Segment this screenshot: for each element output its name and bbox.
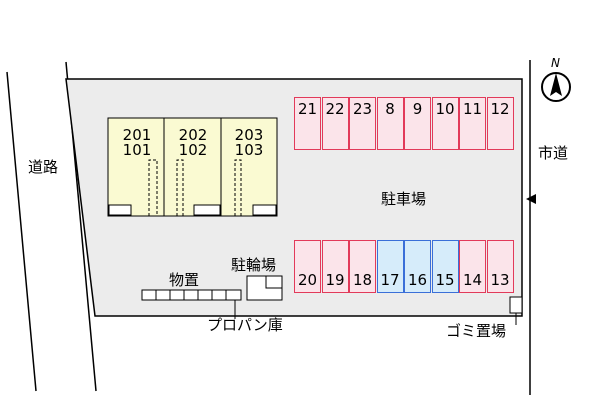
parking-space: 11 (459, 97, 486, 150)
parking-space-number: 20 (297, 271, 318, 289)
parking-space: 20 (294, 240, 321, 293)
parking-space: 14 (459, 240, 486, 293)
propane-shed (225, 289, 242, 301)
left-road-edge-outer (6, 71, 37, 392)
unit-upper: 202 (178, 126, 208, 144)
parking-space-number: 10 (435, 100, 455, 118)
parking-space: 22 (321, 97, 349, 150)
parking-space-number: 16 (407, 271, 428, 289)
garbage-area (509, 296, 523, 314)
parking-space-number: 8 (385, 100, 395, 118)
storage-label: 物置 (169, 271, 200, 289)
parking-space-number: 19 (325, 271, 345, 289)
parking-space-number: 12 (490, 100, 510, 118)
bike-parking-label: 駐輪場 (231, 256, 277, 274)
entrance-arrow-icon (526, 194, 536, 204)
unit-lower: 102 (178, 141, 208, 159)
road-left-label: 道路 (28, 158, 59, 176)
parking-space: 13 (486, 240, 514, 293)
parking-space: 10 (431, 97, 459, 150)
propane-label: プロパン庫 (207, 316, 283, 334)
parking-space-number: 14 (462, 271, 483, 289)
parking-space: 17 (376, 240, 404, 293)
parking-space: 15 (431, 240, 459, 293)
unit-lower: 103 (234, 141, 264, 159)
parking-space-number: 11 (462, 100, 483, 118)
parking-space: 19 (321, 240, 349, 293)
parking-space: 9 (404, 97, 431, 150)
parking-space: 12 (486, 97, 514, 150)
parking-space-number: 23 (352, 100, 373, 118)
compass-north-label: N (551, 56, 560, 70)
parking-label: 駐車場 (381, 190, 427, 208)
unit-upper: 201 (122, 126, 152, 144)
parking-space-number: 21 (297, 100, 318, 118)
unit-upper: 203 (234, 126, 264, 144)
parking-space: 18 (349, 240, 376, 293)
parking-space-number: 9 (412, 100, 423, 118)
unit-201-101: 201 101 (113, 128, 161, 158)
parking-space-number: 18 (352, 271, 373, 289)
road-right-label: 市道 (538, 144, 569, 162)
parking-space-number: 22 (325, 100, 345, 118)
parking-space-number: 15 (435, 271, 455, 289)
parking-space-number: 13 (490, 271, 510, 289)
parking-space-number: 17 (380, 271, 400, 289)
parking-space: 8 (376, 97, 404, 150)
garbage-label: ゴミ置場 (446, 322, 507, 340)
unit-lower: 101 (122, 141, 152, 159)
apartment-building (107, 117, 278, 217)
unit-202-102: 202 102 (168, 128, 218, 158)
storage-sheds (141, 289, 227, 301)
stair-outlines (148, 159, 242, 216)
unit-203-103: 203 103 (224, 128, 274, 158)
parking-space: 16 (404, 240, 431, 293)
compass-icon (541, 72, 571, 102)
parking-space: 21 (294, 97, 321, 150)
entrance-boxes (108, 204, 277, 216)
parking-space: 23 (349, 97, 376, 150)
